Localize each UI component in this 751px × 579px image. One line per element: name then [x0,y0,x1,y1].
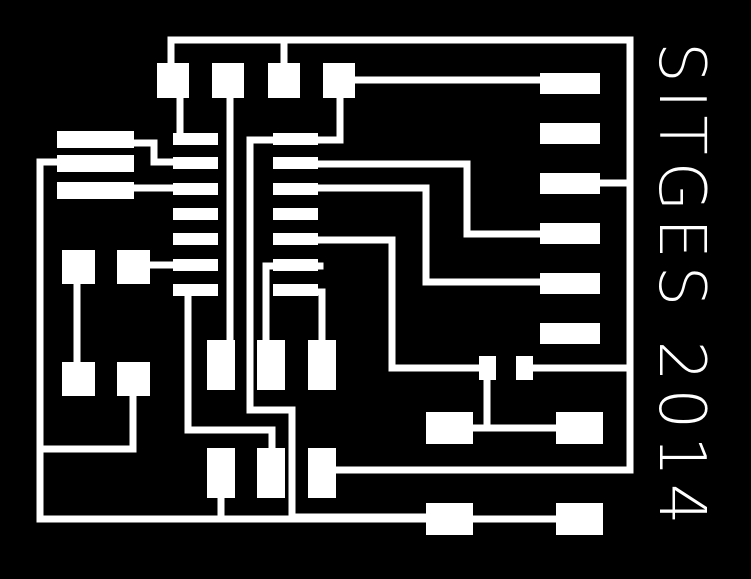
ic-right-pad [273,183,318,195]
connector-right-pad [540,273,600,294]
header-pin-pad [157,63,189,98]
resistor-pad [207,340,235,390]
ic-left-pad [173,259,218,271]
connector-right-pad [540,73,600,94]
connector-left-pad [57,155,134,172]
small-smd-pad [516,356,533,380]
resistor-pad [117,362,150,396]
connector-right-pad [540,223,600,244]
connector-left-pad [57,182,134,199]
ic-right-pad [273,133,318,145]
ic-right-pad [273,208,318,220]
connector-right-pad [540,323,600,344]
resistor-pad [556,503,603,535]
trace-resistor-link-bottom [36,376,137,453]
resistor-pad [426,503,473,535]
copper-pads [57,63,603,535]
trace-top-bus [167,36,634,474]
ic-left-pad [173,208,218,220]
trace-ic-right-2 [296,160,544,238]
connector-right-pad [540,123,600,144]
resistor-pad [62,250,95,284]
ic-right-pad [273,233,318,245]
ic-left-pad [173,233,218,245]
trace-ic-right-5 [296,236,491,372]
resistor-pad [556,412,603,444]
trace-ic-left-6 [184,286,276,469]
resistor-pad [207,448,235,498]
header-pin-pad [323,63,355,98]
trace-connector-left-1 [126,139,184,166]
resistor-pad [117,250,150,284]
trace-ic-right-3 [296,184,544,286]
ic-left-pad [173,157,218,169]
board-label: SITGES 2014 [644,42,718,531]
copper-traces [36,36,634,523]
resistor-pad [62,362,95,396]
connector-right-pad [540,173,600,194]
ic-left-pad [173,284,218,296]
resistor-pad [426,412,473,444]
connector-left-pad [57,131,134,148]
ic-right-pad [273,259,318,271]
trace-left-rail [36,158,434,523]
resistor-pad [257,448,285,498]
header-pin-pad [268,63,300,98]
small-smd-pad [479,356,496,380]
resistor-pad [308,340,336,390]
resistor-pad [257,340,285,390]
ic-left-pad [173,133,218,145]
ic-right-pad [273,284,318,296]
header-pin-pad [212,63,244,98]
ic-left-pad [173,183,218,195]
resistor-pad [308,448,336,498]
ic-right-pad [273,157,318,169]
